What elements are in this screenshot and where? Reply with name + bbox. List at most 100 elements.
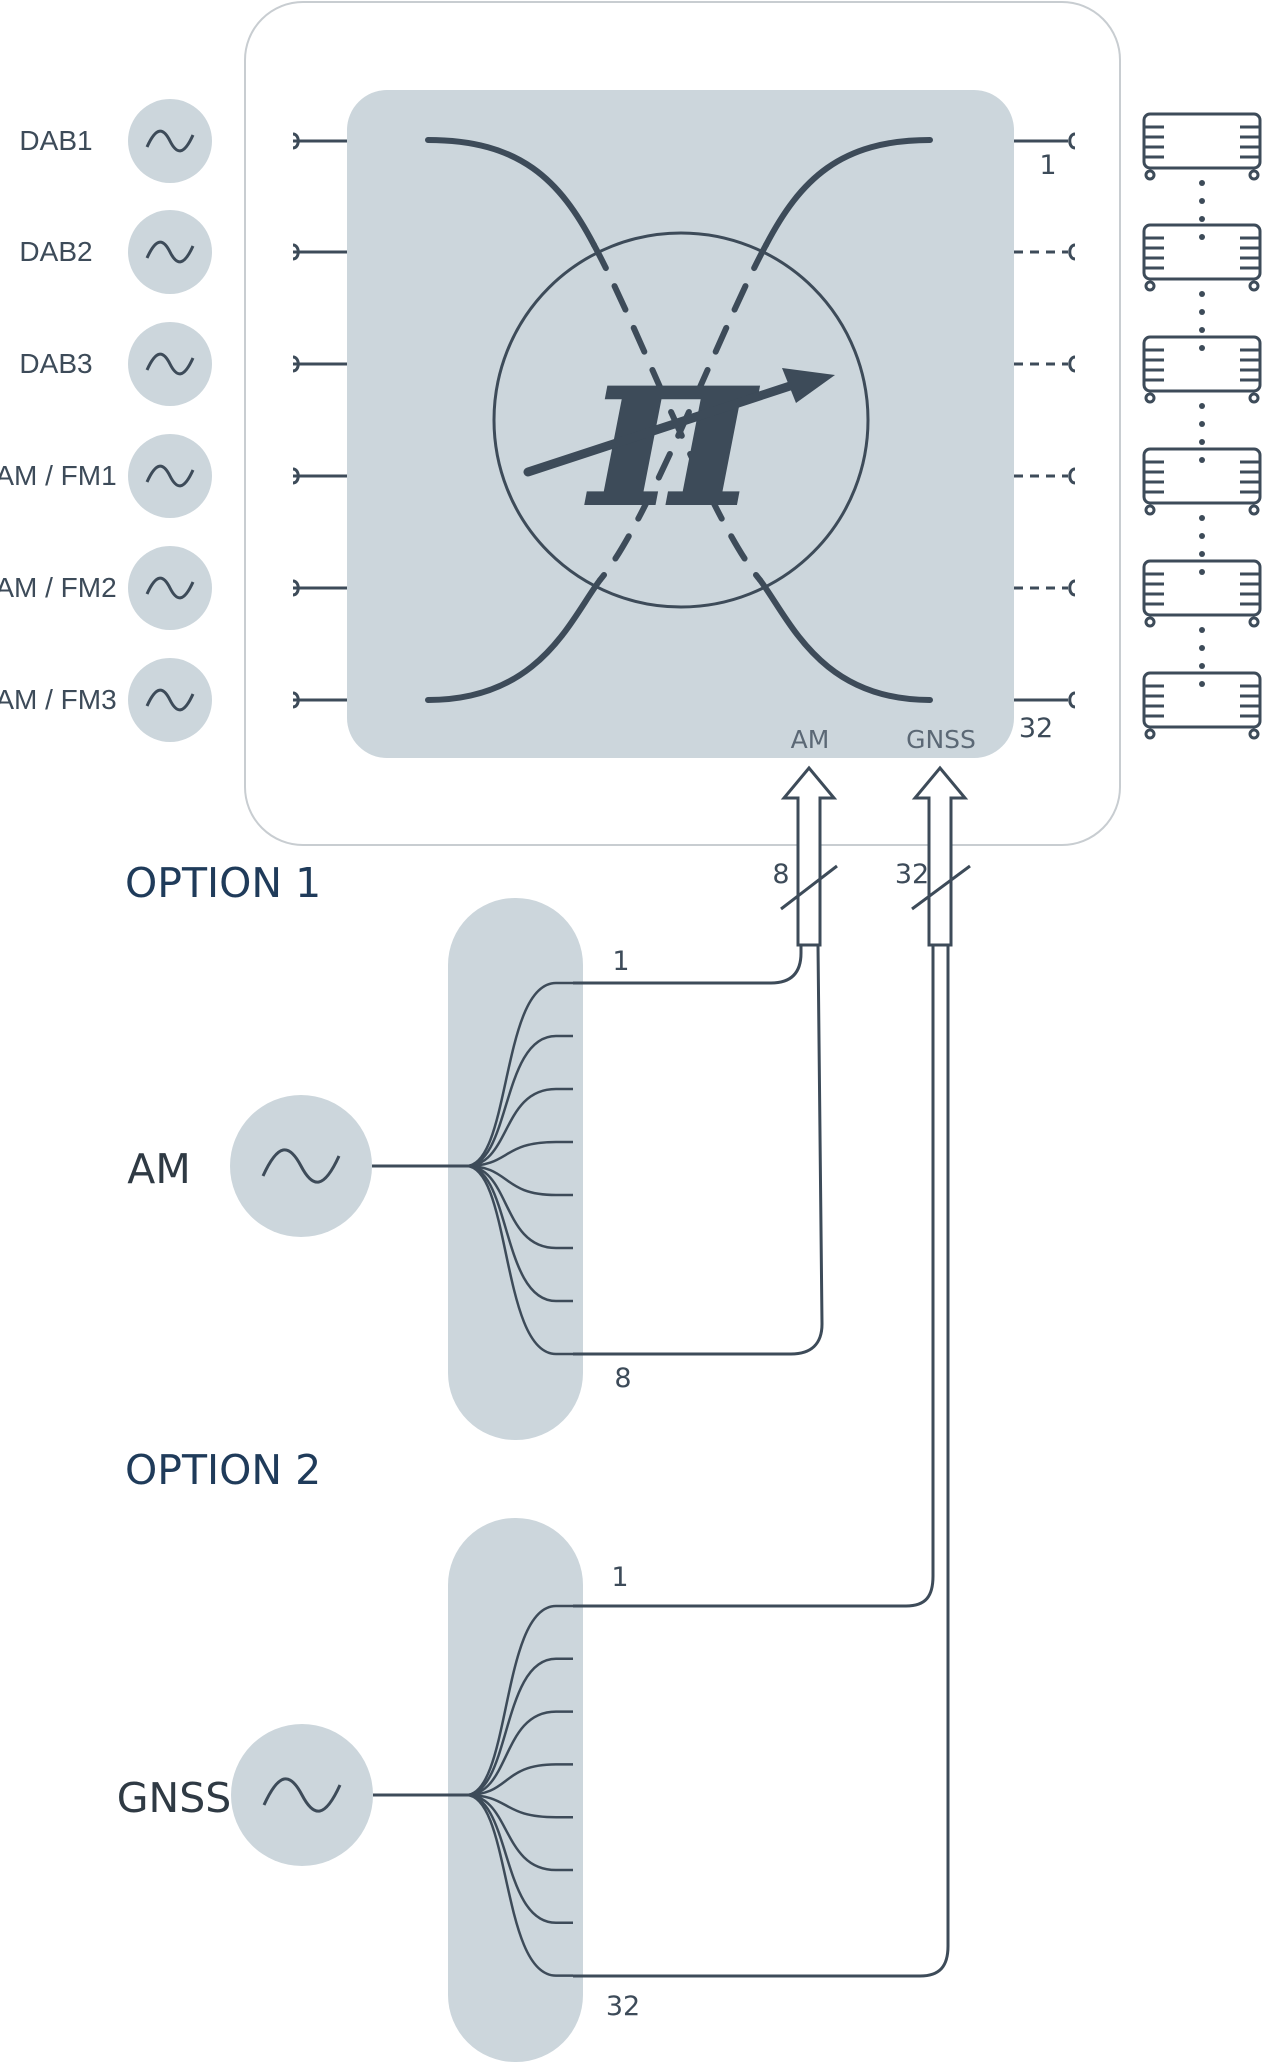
splitter-branch xyxy=(465,981,573,1168)
sine-wave-glyph xyxy=(261,1148,341,1184)
am-input-arrow-icon xyxy=(780,765,838,947)
option2-last-label: 32 xyxy=(606,1991,640,2022)
splitter-branch xyxy=(465,1087,573,1168)
splitter-branch xyxy=(465,1164,573,1303)
splitter-branch xyxy=(465,1657,573,1797)
source-row: AM / FM3 xyxy=(0,658,347,742)
splitter-branch xyxy=(465,1034,573,1168)
output-connector-end xyxy=(1068,467,1076,485)
source-row: DAB3 xyxy=(19,322,347,406)
splitter-panel xyxy=(448,1518,583,2062)
source-row: AM / FM1 xyxy=(0,434,347,518)
bus-slash-marker xyxy=(780,864,838,911)
continuation-dot xyxy=(1199,216,1205,222)
source-label: AM / FM1 xyxy=(0,460,117,491)
source-list: DAB1 DAB2 DAB3 AM / FM1 AM / FM2 xyxy=(0,99,347,742)
input-connector xyxy=(292,579,347,597)
splitter-branch xyxy=(465,1604,573,1797)
continuation-dot xyxy=(1199,345,1205,351)
continuation-dot xyxy=(1199,291,1205,297)
splitter-branch xyxy=(465,1763,573,1797)
output-connector xyxy=(1014,132,1076,150)
gnss-bus-line xyxy=(573,945,935,1608)
splitter-branch xyxy=(465,1793,573,1872)
source-row: AM / FM2 xyxy=(0,546,347,630)
input-connector xyxy=(292,355,347,373)
bus-slash-marker xyxy=(911,864,971,911)
phase-shifter-ring xyxy=(492,231,870,609)
splitter-fan xyxy=(372,981,573,1356)
receiver-device-list xyxy=(1142,112,1262,740)
continuation-dot xyxy=(1199,327,1205,333)
continuation-dot xyxy=(1199,569,1205,575)
gnss-bus-line xyxy=(573,945,950,1978)
splitter-branch xyxy=(465,1164,573,1356)
port-label-gnss: GNSS xyxy=(906,725,976,754)
sine-wave-glyph xyxy=(145,464,195,488)
output-last-label: 32 xyxy=(1019,713,1053,744)
sine-wave-glyph xyxy=(145,240,195,264)
am-bus-line xyxy=(573,944,824,1356)
continuation-dot xyxy=(1199,515,1205,521)
input-connector xyxy=(292,691,347,709)
source-label: AM / FM2 xyxy=(0,572,117,603)
receiver-device-icon xyxy=(1142,112,1262,181)
continuation-dot xyxy=(1199,627,1205,633)
output-connector xyxy=(1014,691,1076,709)
splitter-branch xyxy=(465,1793,573,1925)
continuation-dot xyxy=(1199,645,1205,651)
output-connector-end xyxy=(1068,579,1076,597)
receiver-device-icon xyxy=(1142,223,1262,292)
input-connector xyxy=(292,467,347,485)
bus-gnss-count-label: 32 xyxy=(895,859,929,890)
option1-first-label: 1 xyxy=(612,946,629,977)
receiver-device-icon xyxy=(1142,671,1262,740)
sine-wave-glyph xyxy=(145,576,195,600)
splitter-branch xyxy=(465,1140,573,1168)
splitter-panel xyxy=(448,898,583,1440)
continuation-dot xyxy=(1199,457,1205,463)
port-label-am: AM xyxy=(791,725,830,754)
option2-title: OPTION 2 xyxy=(125,1446,321,1494)
splitter-branch xyxy=(465,1710,573,1797)
receiver-device-icon xyxy=(1142,559,1262,628)
receiver-device-icon xyxy=(1142,447,1262,516)
source-label: DAB2 xyxy=(19,236,92,267)
routing-curve xyxy=(425,137,597,248)
output-first-label: 1 xyxy=(1039,150,1056,181)
adjust-arrowhead xyxy=(782,368,835,403)
splitter-branch xyxy=(465,1793,573,1819)
continuation-dot xyxy=(1199,198,1205,204)
output-connectors xyxy=(1014,132,1076,709)
splitter-branch xyxy=(465,1793,573,1977)
splitter-branch xyxy=(465,1164,573,1197)
sine-wave-glyph xyxy=(145,352,195,376)
output-connector-end xyxy=(1068,243,1076,261)
sine-wave-glyph xyxy=(145,129,195,153)
sine-wave-glyph xyxy=(262,1777,342,1813)
gnss-input-arrow-icon xyxy=(911,765,969,947)
source-row: DAB2 xyxy=(19,210,347,294)
receiver-device-icon xyxy=(1142,335,1262,404)
continuation-dot xyxy=(1199,663,1205,669)
continuation-dot xyxy=(1199,551,1205,557)
continuation-dot xyxy=(1199,439,1205,445)
option2-source-label: GNSS xyxy=(117,1774,232,1822)
option1-source-label: AM xyxy=(127,1145,190,1193)
routing-curve xyxy=(757,577,933,703)
sine-wave-glyph xyxy=(145,688,195,712)
source-label: AM / FM3 xyxy=(0,684,117,715)
source-label: DAB1 xyxy=(19,125,92,156)
continuation-dot xyxy=(1199,309,1205,315)
continuation-dot xyxy=(1199,403,1205,409)
option2-first-label: 1 xyxy=(611,1562,628,1593)
splitter-fan xyxy=(373,1604,573,1977)
device-dots xyxy=(1199,180,1205,687)
input-connector xyxy=(292,132,347,150)
output-connector-end xyxy=(1068,355,1076,373)
bus-am-count-label: 8 xyxy=(772,859,789,890)
routing-curve xyxy=(763,137,933,248)
continuation-dot xyxy=(1199,681,1205,687)
